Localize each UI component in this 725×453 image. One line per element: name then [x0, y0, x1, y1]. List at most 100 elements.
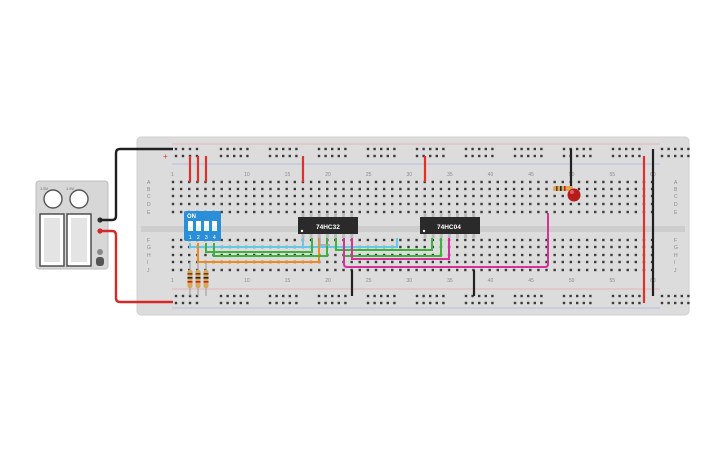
- rail-hole[interactable]: [576, 294, 579, 298]
- breadboard-hole[interactable]: [447, 268, 451, 272]
- rail-hole[interactable]: [246, 154, 249, 158]
- breadboard-hole[interactable]: [301, 194, 305, 198]
- breadboard-hole[interactable]: [464, 253, 467, 257]
- breadboard-hole[interactable]: [334, 194, 337, 198]
- breadboard-hole[interactable]: [464, 238, 467, 242]
- rail-hole[interactable]: [540, 147, 543, 151]
- rail-hole[interactable]: [386, 147, 389, 151]
- rail-hole[interactable]: [478, 147, 481, 151]
- breadboard-hole[interactable]: [391, 194, 394, 198]
- rail-hole[interactable]: [562, 154, 566, 158]
- wire-green-3[interactable]: [335, 238, 433, 251]
- rail-hole[interactable]: [527, 147, 530, 151]
- breadboard-hole[interactable]: [464, 268, 467, 272]
- breadboard-hole[interactable]: [334, 180, 337, 184]
- breadboard-hole[interactable]: [618, 260, 621, 264]
- breadboard-hole[interactable]: [407, 268, 410, 272]
- rail-hole[interactable]: [393, 301, 396, 305]
- rail-hole[interactable]: [373, 147, 376, 151]
- breadboard-hole[interactable]: [512, 268, 516, 272]
- breadboard-hole[interactable]: [464, 187, 467, 191]
- rail-hole[interactable]: [282, 154, 285, 158]
- rail-hole[interactable]: [618, 294, 621, 298]
- breadboard-hole[interactable]: [545, 202, 548, 206]
- breadboard-hole[interactable]: [423, 210, 426, 214]
- rail-hole[interactable]: [442, 154, 445, 158]
- rail-hole[interactable]: [513, 154, 517, 158]
- breadboard-hole[interactable]: [585, 260, 589, 264]
- breadboard-hole[interactable]: [529, 202, 532, 206]
- breadboard-hole[interactable]: [537, 210, 540, 214]
- wire-pink-2[interactable]: [351, 238, 450, 260]
- breadboard-hole[interactable]: [220, 268, 223, 272]
- rail-hole[interactable]: [275, 154, 278, 158]
- rail-hole[interactable]: [471, 301, 474, 305]
- wire-green-1[interactable]: [205, 238, 313, 253]
- breadboard-hole[interactable]: [326, 268, 329, 272]
- breadboard-hole[interactable]: [391, 260, 394, 264]
- rail-hole[interactable]: [239, 294, 242, 298]
- breadboard-hole[interactable]: [602, 268, 605, 272]
- breadboard-hole[interactable]: [188, 268, 191, 272]
- breadboard-hole[interactable]: [431, 180, 435, 184]
- breadboard-hole[interactable]: [456, 253, 459, 257]
- breadboard-hole[interactable]: [261, 210, 264, 214]
- breadboard-hole[interactable]: [634, 187, 638, 191]
- rail-hole[interactable]: [386, 301, 389, 305]
- breadboard-hole[interactable]: [634, 260, 638, 264]
- breadboard-hole[interactable]: [399, 194, 402, 198]
- breadboard-hole[interactable]: [366, 210, 370, 214]
- rail-hole[interactable]: [680, 154, 683, 158]
- breadboard-hole[interactable]: [488, 238, 491, 242]
- breadboard-hole[interactable]: [253, 194, 256, 198]
- rail-hole[interactable]: [380, 154, 383, 158]
- breadboard-hole[interactable]: [293, 238, 296, 242]
- breadboard-hole[interactable]: [399, 260, 402, 264]
- breadboard-hole[interactable]: [261, 268, 264, 272]
- breadboard-hole[interactable]: [464, 180, 467, 184]
- breadboard-hole[interactable]: [334, 187, 337, 191]
- breadboard-hole[interactable]: [399, 187, 402, 191]
- breadboard-hole[interactable]: [504, 260, 508, 264]
- breadboard-hole[interactable]: [577, 245, 581, 249]
- wire-pink-1[interactable]: [343, 213, 549, 268]
- rail-hole[interactable]: [181, 301, 185, 305]
- breadboard-hole[interactable]: [391, 268, 394, 272]
- breadboard-hole[interactable]: [585, 253, 589, 257]
- breadboard-hole[interactable]: [350, 194, 353, 198]
- breadboard-hole[interactable]: [326, 180, 329, 184]
- breadboard-hole[interactable]: [618, 210, 621, 214]
- breadboard-hole[interactable]: [407, 260, 410, 264]
- battery-switch[interactable]: [96, 257, 104, 266]
- breadboard-hole[interactable]: [553, 238, 556, 242]
- breadboard-hole[interactable]: [602, 194, 605, 198]
- dip-switch-toggle[interactable]: [212, 221, 217, 226]
- rail-hole[interactable]: [275, 294, 278, 298]
- rail-hole[interactable]: [589, 301, 592, 305]
- rail-hole[interactable]: [533, 154, 536, 158]
- breadboard-hole[interactable]: [334, 268, 337, 272]
- rail-hole[interactable]: [680, 294, 683, 298]
- breadboard-hole[interactable]: [504, 180, 508, 184]
- breadboard-hole[interactable]: [561, 238, 564, 242]
- breadboard-hole[interactable]: [553, 210, 556, 214]
- breadboard-hole[interactable]: [293, 210, 296, 214]
- rail-hole[interactable]: [422, 154, 425, 158]
- rail-hole[interactable]: [268, 301, 272, 305]
- rail-hole[interactable]: [484, 154, 487, 158]
- breadboard-hole[interactable]: [212, 268, 215, 272]
- breadboard-hole[interactable]: [618, 180, 621, 184]
- rail-hole[interactable]: [366, 154, 370, 158]
- breadboard-hole[interactable]: [472, 260, 475, 264]
- breadboard-hole[interactable]: [253, 180, 256, 184]
- breadboard-hole[interactable]: [561, 180, 564, 184]
- breadboard-hole[interactable]: [301, 187, 305, 191]
- breadboard-hole[interactable]: [594, 194, 597, 198]
- breadboard-hole[interactable]: [545, 194, 548, 198]
- breadboard-hole[interactable]: [391, 238, 394, 242]
- rail-hole[interactable]: [331, 294, 334, 298]
- breadboard-hole[interactable]: [577, 238, 581, 242]
- breadboard-hole[interactable]: [634, 268, 638, 272]
- rail-hole[interactable]: [239, 154, 242, 158]
- breadboard-hole[interactable]: [391, 187, 394, 191]
